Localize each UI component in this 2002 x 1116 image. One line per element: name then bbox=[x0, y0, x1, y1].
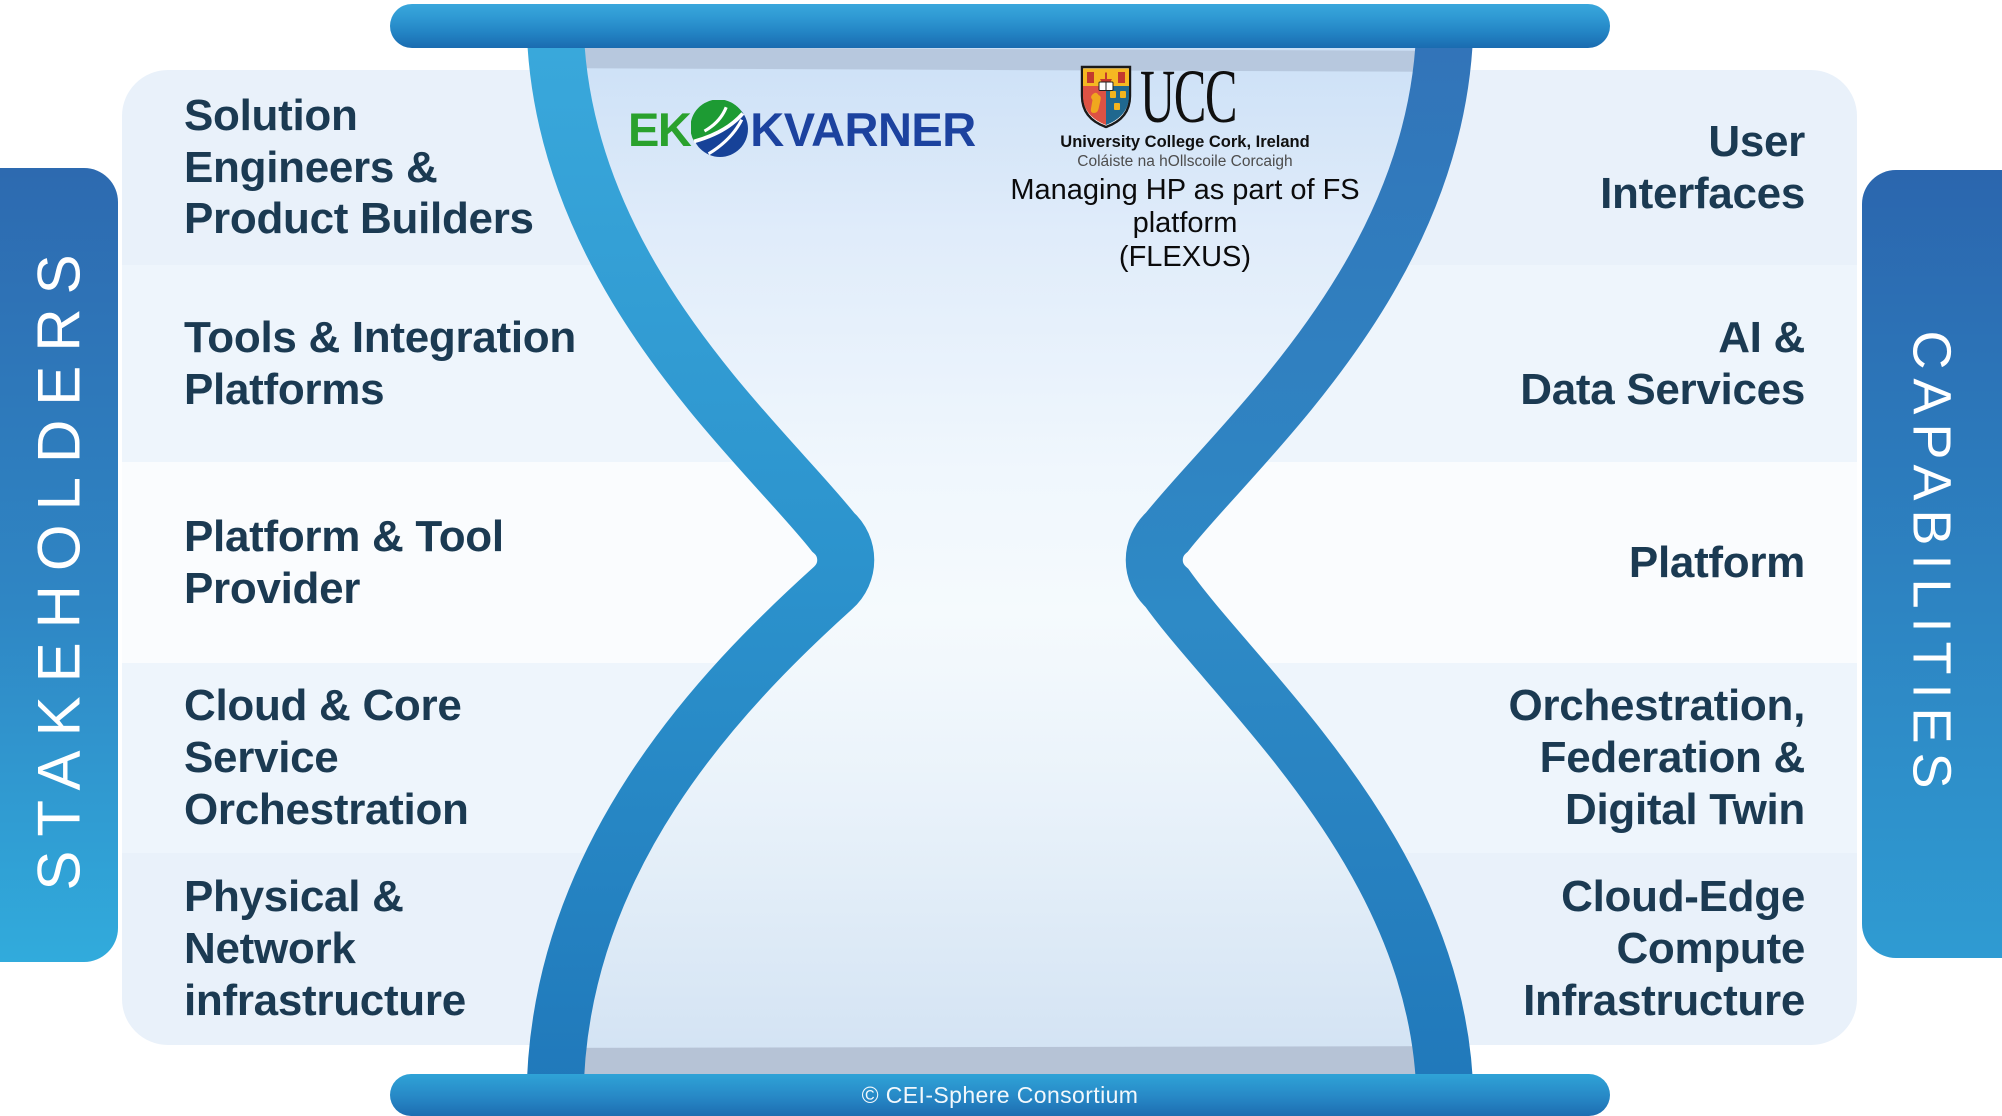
stakeholders-rail-label: STAKEHOLDERS bbox=[25, 239, 93, 891]
capability-label-2: AI & Data Services bbox=[1520, 312, 1805, 414]
stakeholder-label-3: Platform & Tool Provider bbox=[184, 511, 504, 613]
stakeholder-label-4: Cloud & Core Service Orchestration bbox=[184, 681, 469, 834]
ekokvarner-logo: EK KVARNER bbox=[628, 100, 976, 158]
ucc-name-english: University College Cork, Ireland bbox=[1060, 133, 1310, 151]
ekokvarner-prefix: EK bbox=[628, 102, 692, 156]
ucc-logo-row: UCC bbox=[1079, 54, 1290, 139]
stakeholder-label-5: Physical & Network infrastructure bbox=[184, 872, 466, 1025]
capabilities-rail: CAPABILITIES bbox=[1862, 170, 2002, 958]
hourglass-left-wall bbox=[526, 19, 875, 1101]
capability-label-4: Orchestration, Federation & Digital Twin bbox=[1508, 681, 1805, 834]
ekokvarner-suffix: KVARNER bbox=[750, 102, 976, 156]
capability-label-3: Platform bbox=[1628, 537, 1805, 587]
glass-meniscus-bottom bbox=[555, 1046, 1445, 1076]
hourglass-interior bbox=[555, 20, 1445, 1100]
capabilities-rail-label: CAPABILITIES bbox=[1902, 330, 1962, 798]
glass-meniscus-top bbox=[555, 47, 1445, 72]
footer-copyright: © CEI-Sphere Consortium bbox=[861, 1081, 1139, 1108]
ucc-crest-icon bbox=[1081, 65, 1132, 129]
ucc-acronym: UCC bbox=[1140, 54, 1237, 139]
hourglass-top-cap bbox=[390, 4, 1610, 48]
globe-leaf-icon bbox=[691, 100, 749, 157]
hourglass-bottom-cap: © CEI-Sphere Consortium bbox=[390, 1074, 1610, 1116]
ucc-logo: UCC University College Cork, Ireland Col… bbox=[1060, 54, 1309, 171]
stakeholder-label-2: Tools & Integration Platforms bbox=[184, 312, 576, 414]
capability-label-1: User Interfaces bbox=[1600, 116, 1805, 218]
capability-label-5: Cloud-Edge Compute Infrastructure bbox=[1523, 872, 1805, 1025]
hourglass-right-wall bbox=[1125, 19, 1474, 1101]
platform-caption: Managing HP as part of FS platform (FLEX… bbox=[1010, 174, 1360, 273]
ucc-name-irish: Coláiste na hOllscoile Corcaigh bbox=[1077, 153, 1293, 170]
stakeholders-rail: STAKEHOLDERS bbox=[0, 168, 118, 962]
stakeholder-label-1: Solution Engineers & Product Builders bbox=[184, 90, 534, 244]
